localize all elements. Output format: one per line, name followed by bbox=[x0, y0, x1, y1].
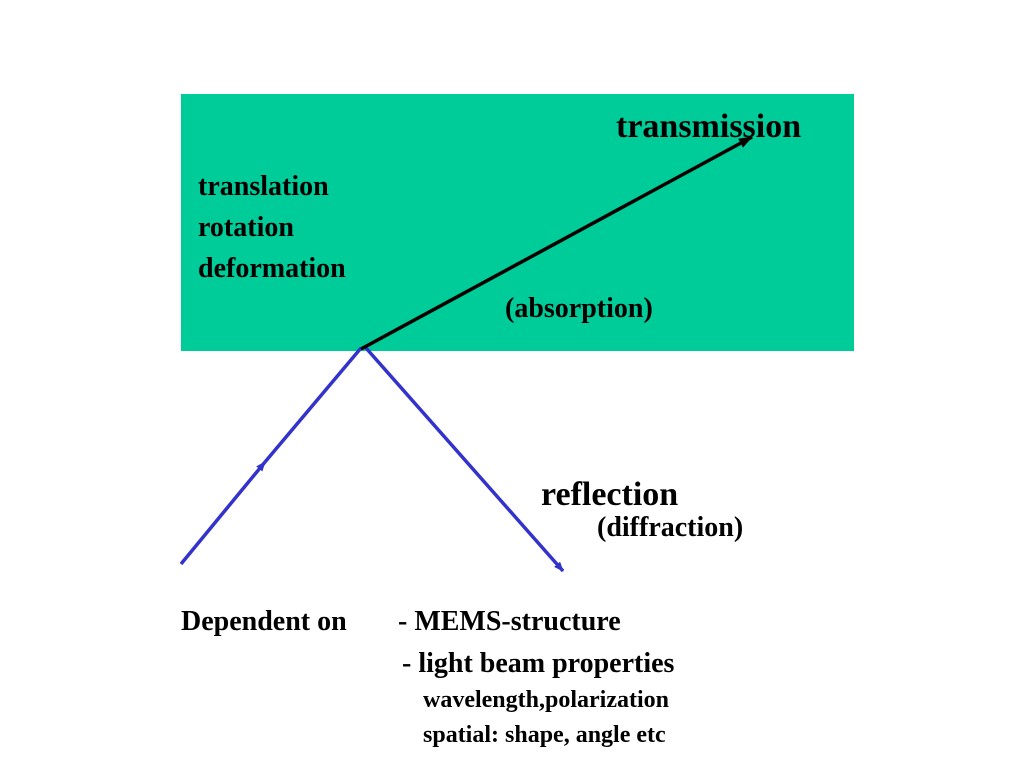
rotation-label: rotation bbox=[198, 212, 294, 243]
deformation-label: deformation bbox=[198, 253, 346, 284]
transmitted-beam bbox=[360, 135, 753, 351]
reflection-label: reflection bbox=[541, 476, 679, 513]
translation-label: translation bbox=[198, 171, 329, 202]
mems-structure-item: - MEMS-structure bbox=[398, 606, 621, 637]
spatial-item: spatial: shape, angle etc bbox=[423, 722, 666, 748]
dependent-on-label: Dependent on bbox=[181, 606, 347, 637]
light-beam-properties-item: - light beam properties bbox=[402, 648, 675, 679]
diffraction-label: (diffraction) bbox=[597, 512, 744, 543]
reflected-beam bbox=[364, 346, 565, 573]
incident-beam bbox=[179, 460, 267, 566]
wavelength-polarization-item: wavelength,polarization bbox=[423, 687, 669, 713]
incident-beam-segment bbox=[263, 346, 363, 464]
absorption-label: (absorption) bbox=[505, 293, 653, 324]
transmission-label: transmission bbox=[616, 108, 802, 145]
